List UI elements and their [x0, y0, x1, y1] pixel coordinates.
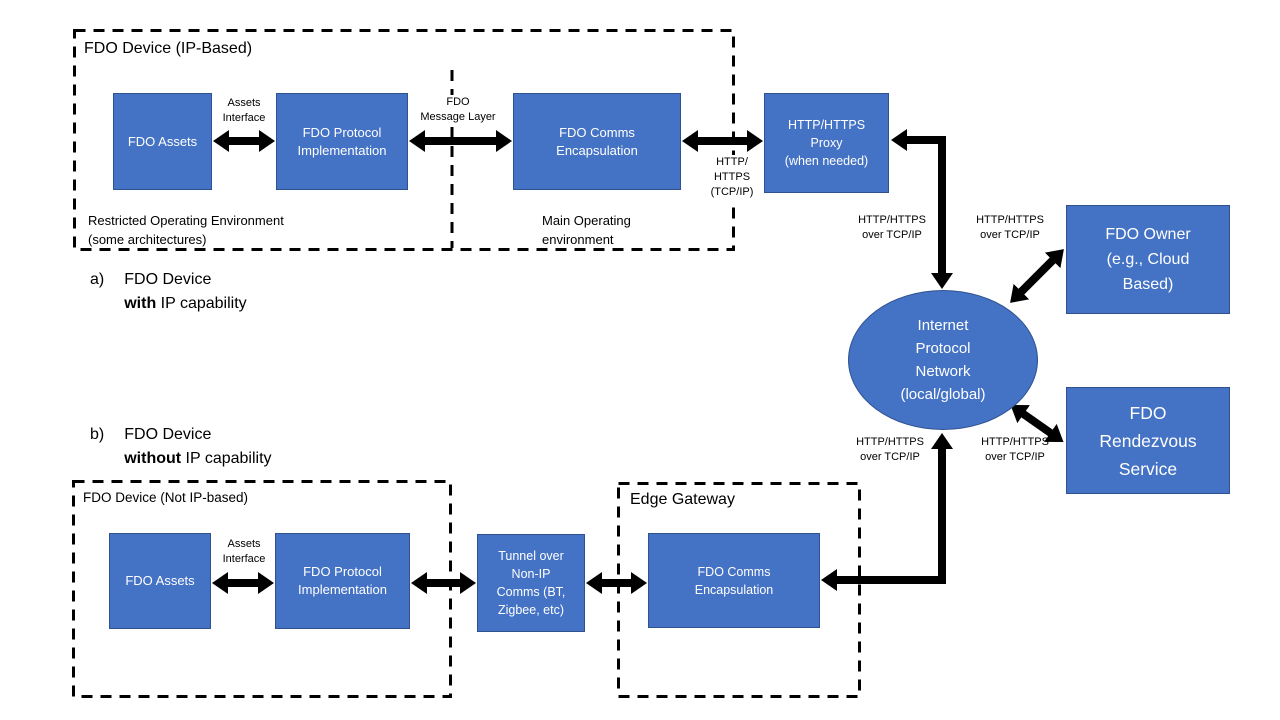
caption-b-line2: without IP capability: [124, 450, 272, 467]
fdo-comms-box-a: FDO Comms Encapsulation: [513, 93, 681, 190]
fdo-assets-box-b: FDO Assets: [109, 533, 211, 629]
arrow-network-rendezvous: [1010, 404, 1064, 443]
link-label-network-owner: HTTP/HTTPS over TCP/IP: [976, 214, 1044, 241]
section-a-title: FDO Device (IP-Based): [84, 40, 253, 57]
caption-a-line2: with IP capability: [124, 295, 247, 312]
link-label-network-rendezvous: HTTP/HTTPS over TCP/IP: [981, 436, 1049, 463]
link-label-gateway-network: HTTP/HTTPS over TCP/IP: [856, 436, 924, 463]
arrow-proxy-network: [891, 129, 953, 289]
edge-gateway-title: Edge Gateway: [630, 491, 735, 508]
caption-a-line1: FDO Device: [124, 271, 212, 288]
assets-interface-label-a: Assets Interface: [222, 97, 266, 124]
fdo-assets-box-a: FDO Assets: [113, 93, 212, 190]
restricted-env-label: Restricted Operating Environment (some a…: [88, 213, 284, 247]
arrow-network-owner: [1010, 249, 1064, 303]
fdo-rendezvous-box: FDO Rendezvous Service: [1066, 387, 1230, 494]
fdo-owner-box: FDO Owner (e.g., Cloud Based): [1066, 205, 1230, 314]
caption-a: a) FDO Device with IP capability: [90, 268, 247, 316]
assets-interface-label-b: Assets Interface: [222, 538, 266, 565]
http-tcpip-label: HTTP/ HTTPS (TCP/IP): [700, 155, 764, 200]
arrow-gateway-network: [821, 433, 953, 591]
fdo-protocol-box-b: FDO Protocol Implementation: [275, 533, 410, 629]
fdo-message-layer-label: FDO Message Layer: [413, 95, 503, 125]
fdo-comms-box-b: FDO Comms Encapsulation: [648, 533, 820, 628]
fdo-protocol-box-a: FDO Protocol Implementation: [276, 93, 408, 190]
main-env-label: Main Operating environment: [542, 213, 631, 247]
tunnel-non-ip-box: Tunnel over Non-IP Comms (BT, Zigbee, et…: [477, 534, 585, 632]
caption-b-prefix: b): [90, 426, 105, 443]
caption-b: b) FDO Device without IP capability: [90, 423, 272, 471]
link-label-proxy-network: HTTP/HTTPS over TCP/IP: [858, 214, 926, 241]
http-proxy-box: HTTP/HTTPS Proxy (when needed): [764, 93, 889, 193]
caption-a-prefix: a): [90, 271, 105, 288]
section-b-title: FDO Device (Not IP-based): [83, 490, 249, 505]
internet-protocol-network-ellipse: Internet Protocol Network (local/global): [848, 290, 1038, 430]
caption-b-line1: FDO Device: [124, 426, 212, 443]
